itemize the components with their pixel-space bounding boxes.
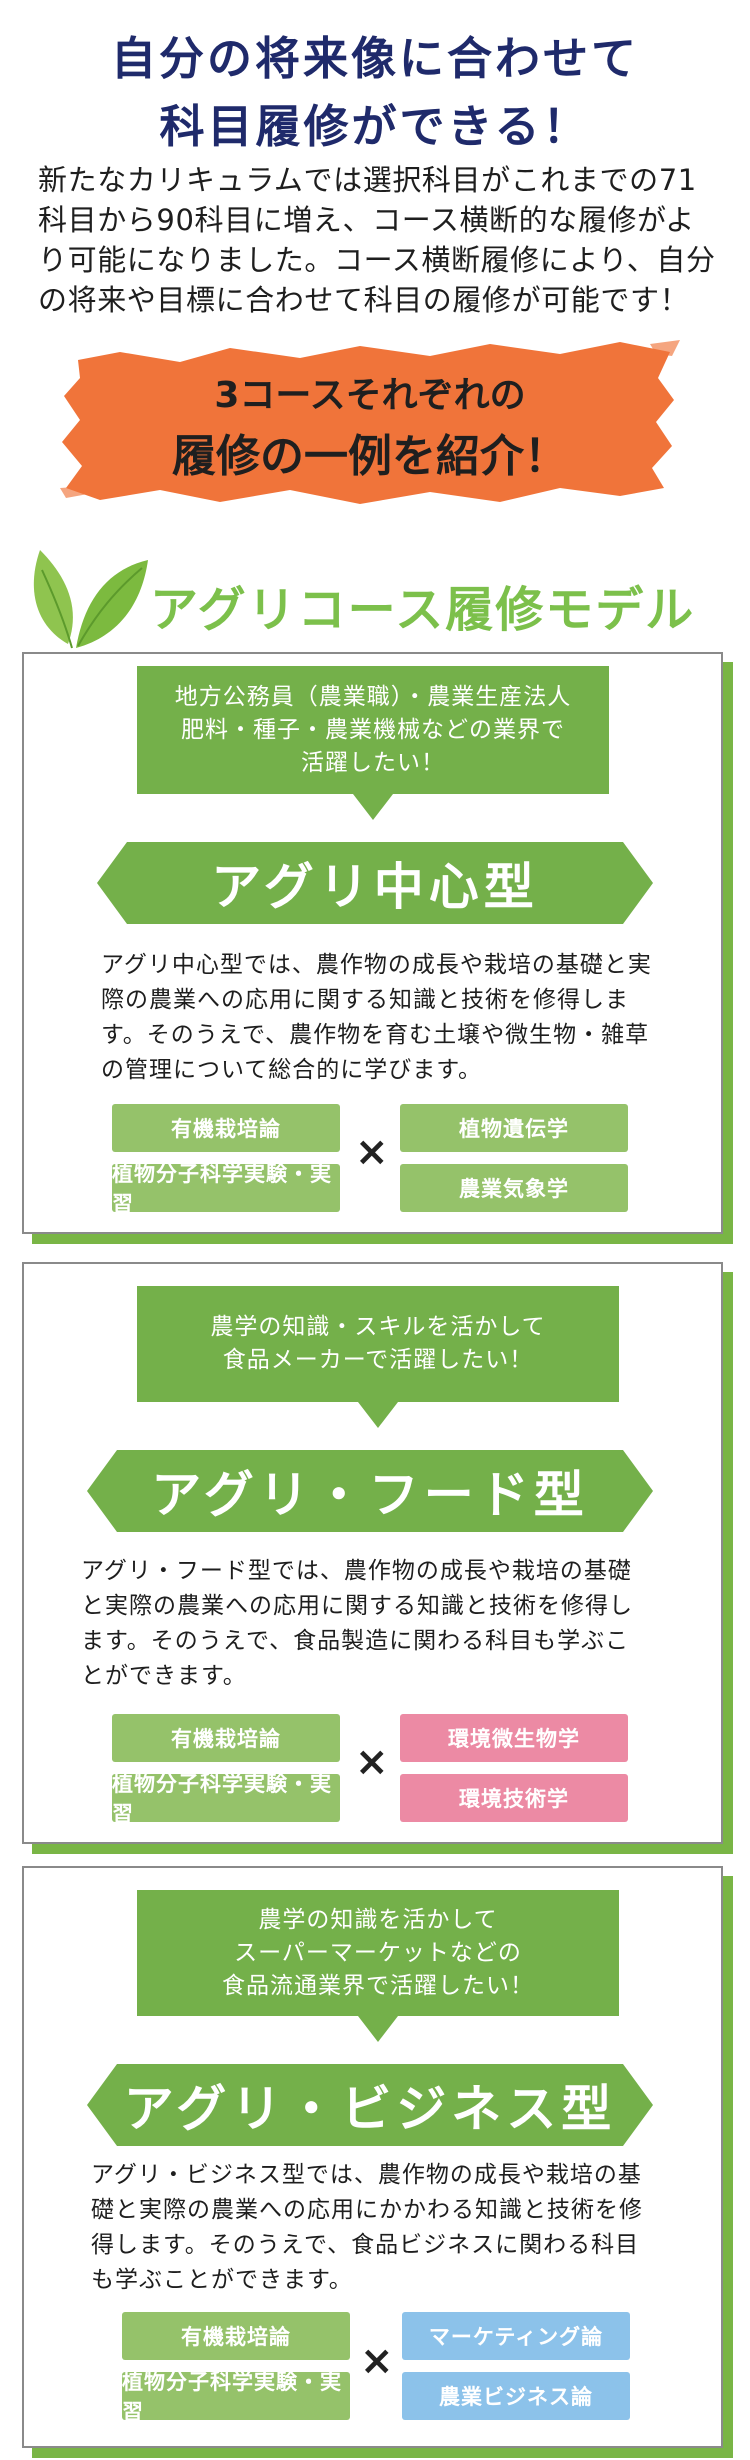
subject-pill: 植物分子科学実験・実習 bbox=[122, 2370, 350, 2424]
course-description: アグリ・フード型では、農作物の成長や栽培の基礎と実際の農業への応用に関する知識と… bbox=[81, 1558, 633, 1689]
subject-pill: マーケティング論 bbox=[402, 2312, 630, 2360]
page-title-line2: 科目履修ができる！ bbox=[159, 100, 591, 153]
course-description: アグリ・ビジネス型では、農作物の成長や栽培の基礎と実際の農業への応用にかかわる知… bbox=[91, 2162, 643, 2293]
goal-bubble: 農学の知識を活かして スーパーマーケットなどの 食品流通業界で活躍したい！ bbox=[137, 1890, 619, 2042]
subject-pill: 植物分子科学実験・実習 bbox=[112, 1772, 340, 1826]
goal-bubble: 農学の知識・スキルを活かして 食品メーカーで活躍したい！ bbox=[137, 1286, 619, 1428]
subject-pill: 有機栽培論 bbox=[122, 2312, 350, 2360]
cross-symbol: × bbox=[355, 1129, 389, 1175]
callout-line1: 3コースそれぞれの bbox=[214, 375, 526, 416]
subject-pill: 農業気象学 bbox=[400, 1164, 628, 1212]
course-card-agri-core: 地方公務員（農業職）・農業生産法人 肥料・種子・農業機械などの業界で 活躍したい… bbox=[22, 652, 723, 1234]
intro-paragraph: 新たなカリキュラムでは選択科目がこれまでの71科目から90科目に増え、コース横断… bbox=[38, 163, 716, 317]
goal-bubble: 地方公務員（農業職）・農業生産法人 肥料・種子・農業機械などの業界で 活躍したい… bbox=[137, 666, 609, 820]
goal-line: 食品流通業界で活躍したい！ bbox=[222, 1972, 534, 1999]
course-card-agri-business: 農学の知識を活かして スーパーマーケットなどの 食品流通業界で活躍したい！ アグ… bbox=[22, 1866, 723, 2448]
brush-stroke-shape bbox=[60, 340, 680, 504]
cross-symbol: × bbox=[360, 2338, 394, 2384]
callout-banner: 3コースそれぞれの 履修の一例を紹介！ bbox=[60, 338, 680, 508]
goal-line: 農学の知識・スキルを活かして bbox=[210, 1314, 546, 1340]
course-card-agri-food: 農学の知識・スキルを活かして 食品メーカーで活躍したい！ アグリ・フード型 アグ… bbox=[22, 1262, 723, 1844]
subject-pill: 環境微生物学 bbox=[400, 1714, 628, 1762]
callout-line2: 履修の一例を紹介！ bbox=[172, 431, 568, 482]
subject-pill: 植物分子科学実験・実習 bbox=[112, 1162, 340, 1216]
subject-pill: 農業ビジネス論 bbox=[402, 2372, 630, 2420]
goal-line: 地方公務員（農業職）・農業生産法人 bbox=[174, 683, 572, 710]
course-type-banner: アグリ・フード型 bbox=[87, 1450, 653, 1532]
page-title-line1: 自分の将来像に合わせて bbox=[110, 32, 639, 85]
leaf-icon bbox=[33, 550, 148, 649]
goal-line: 食品メーカーで活躍したい！ bbox=[222, 1347, 534, 1373]
course-type-banner: アグリ中心型 bbox=[97, 842, 653, 924]
goal-line: 農学の知識を活かして bbox=[258, 1906, 498, 1933]
goal-line: 活躍したい！ bbox=[301, 749, 445, 776]
goal-line: スーパーマーケットなどの bbox=[234, 1939, 522, 1966]
subject-pill: 有機栽培論 bbox=[112, 1714, 340, 1762]
course-type-banner: アグリ・ビジネス型 bbox=[87, 2064, 653, 2146]
subject-pill: 有機栽培論 bbox=[112, 1104, 340, 1152]
course-description: アグリ中心型では、農作物の成長や栽培の基礎と実際の農業への応用に関する知識と技術… bbox=[101, 952, 652, 1083]
subject-pill: 環境技術学 bbox=[400, 1774, 628, 1822]
cross-symbol: × bbox=[355, 1739, 389, 1785]
section-title: アグリコース履修モデル bbox=[150, 582, 696, 638]
goal-line: 肥料・種子・農業機械などの業界で bbox=[181, 716, 565, 743]
subject-pill: 植物遺伝学 bbox=[400, 1104, 628, 1152]
